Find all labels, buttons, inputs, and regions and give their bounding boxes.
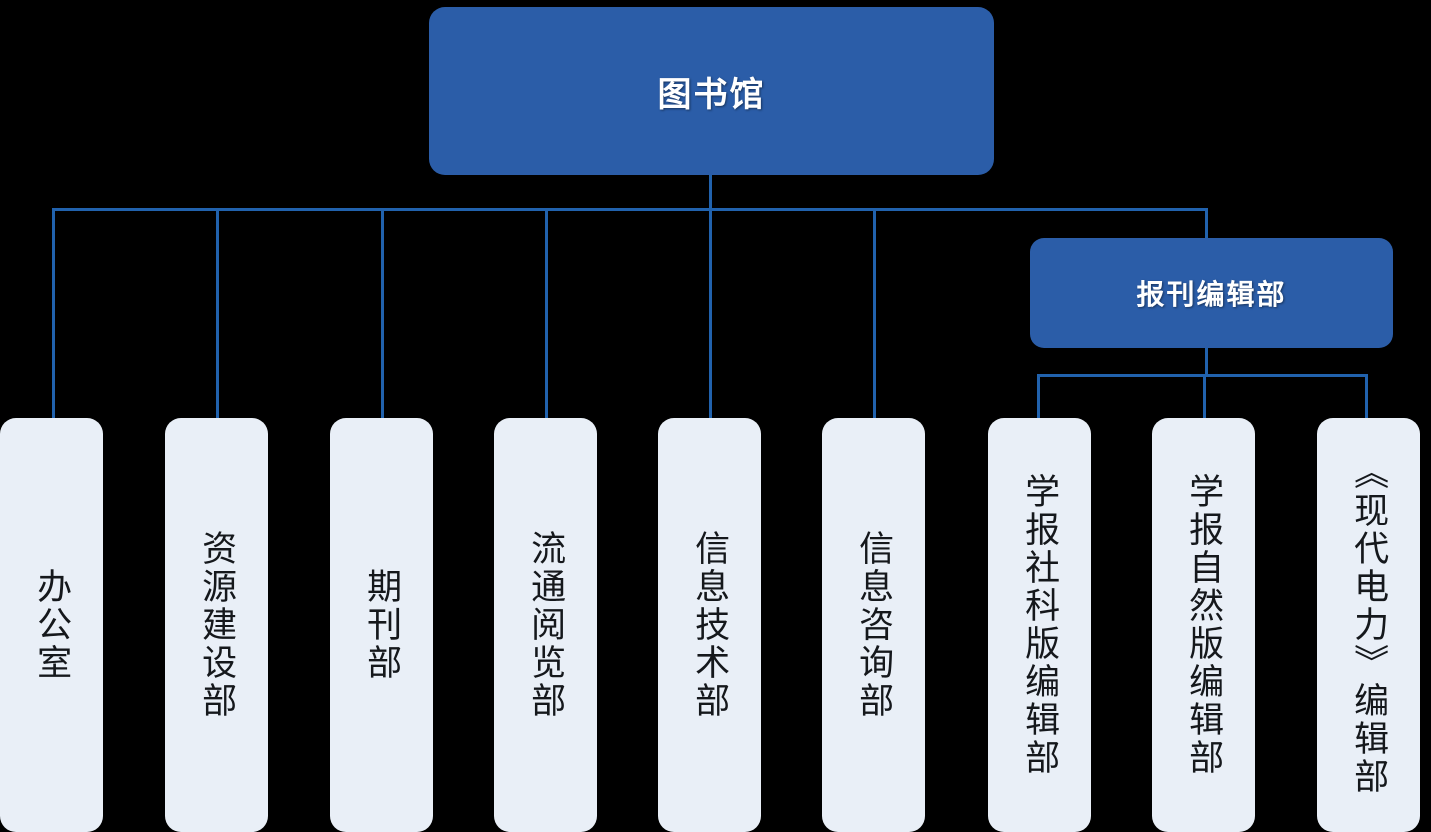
node-root-library[interactable]: 图书馆: [429, 7, 994, 175]
node-leaf-label: 办公室: [32, 568, 72, 682]
node-root-label: 图书馆: [657, 75, 766, 114]
node-leaf-information-technology[interactable]: 信息技术部: [658, 418, 761, 832]
connector-drop-dept-6: [873, 208, 876, 420]
node-leaf-information-consulting[interactable]: 信息咨询部: [822, 418, 925, 832]
connector-root-stem: [709, 175, 712, 211]
node-leaf-periodicals[interactable]: 期刊部: [330, 418, 433, 832]
connector-drop-editorial-1: [1037, 374, 1040, 420]
node-leaf-label: 信息技术部: [690, 530, 730, 720]
node-leaf-label: 信息咨询部: [854, 530, 894, 720]
node-leaf-label: 《现代电力》编辑部: [1349, 454, 1389, 796]
node-leaf-resource-development[interactable]: 资源建设部: [165, 418, 268, 832]
connector-branch-bus: [1037, 374, 1368, 377]
node-branch-label: 报刊编辑部: [1136, 279, 1287, 310]
node-leaf-journal-social-science-edition[interactable]: 学报社科版编辑部: [988, 418, 1091, 832]
connector-drop-dept-1: [52, 208, 55, 420]
connector-drop-dept-4: [545, 208, 548, 420]
connector-drop-branch: [1205, 208, 1208, 241]
connector-drop-editorial-3: [1365, 374, 1368, 420]
node-leaf-modern-electric-power[interactable]: 《现代电力》编辑部: [1317, 418, 1420, 832]
connector-drop-dept-3: [381, 208, 384, 420]
connector-main-bus: [52, 208, 1208, 211]
node-leaf-circulation-reading[interactable]: 流通阅览部: [494, 418, 597, 832]
node-leaf-journal-natural-science-edition[interactable]: 学报自然版编辑部: [1152, 418, 1255, 832]
connector-drop-editorial-2: [1203, 374, 1206, 420]
node-leaf-label: 资源建设部: [197, 530, 237, 720]
node-leaf-label: 学报自然版编辑部: [1184, 473, 1224, 777]
connector-drop-dept-2: [216, 208, 219, 420]
node-branch-editorial-office[interactable]: 报刊编辑部: [1030, 238, 1393, 348]
node-leaf-label: 学报社科版编辑部: [1020, 473, 1060, 777]
connector-drop-dept-5: [709, 208, 712, 420]
node-leaf-office[interactable]: 办公室: [0, 418, 103, 832]
node-leaf-label: 流通阅览部: [526, 530, 566, 720]
node-leaf-label: 期刊部: [362, 568, 402, 682]
connector-branch-stem: [1205, 348, 1208, 376]
